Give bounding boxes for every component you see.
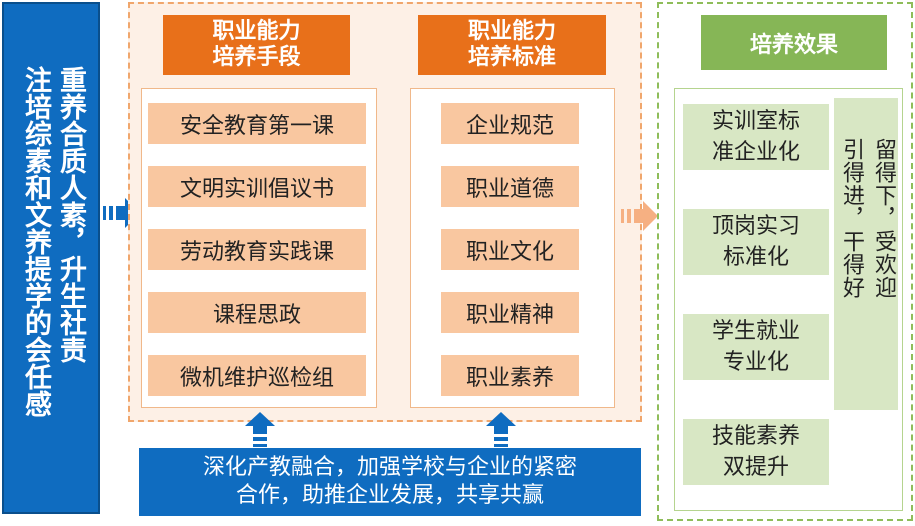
left-panel-col1: 重养合质人素，升生社责 bbox=[55, 66, 86, 363]
means-item: 微机维护巡检组 bbox=[148, 355, 366, 396]
standards-item: 职业文化 bbox=[441, 229, 579, 270]
standards-item: 企业规范 bbox=[441, 103, 579, 144]
arrow-up-icon-1 bbox=[245, 412, 275, 447]
means-header-line1: 职业能力 bbox=[212, 19, 301, 44]
effects-summary-col2: 引得进，干得好 bbox=[839, 138, 864, 299]
means-header-line2: 培养手段 bbox=[212, 45, 301, 70]
standards-item: 职业道德 bbox=[441, 166, 579, 207]
effects-item-line1: 技能素养 bbox=[711, 424, 800, 449]
means-item: 安全教育第一课 bbox=[148, 103, 366, 144]
effects-item: 学生就业 专业化 bbox=[683, 314, 829, 380]
effects-item: 顶岗实习 标准化 bbox=[683, 209, 829, 275]
effects-summary-box: 留得下，受欢迎 引得进，干得好 bbox=[834, 98, 898, 410]
standards-item: 职业精神 bbox=[441, 292, 579, 333]
standards-header: 职业能力 培养标准 bbox=[418, 15, 606, 75]
means-item: 文明实训倡议书 bbox=[148, 166, 366, 207]
means-item: 课程思政 bbox=[148, 292, 366, 333]
standards-header-line1: 职业能力 bbox=[467, 19, 556, 44]
effects-item-line1: 实训室标 bbox=[711, 109, 800, 134]
means-item: 劳动教育实践课 bbox=[148, 229, 366, 270]
standards-header-line2: 培养标准 bbox=[467, 45, 556, 70]
effects-item-line2: 准企业化 bbox=[711, 140, 800, 165]
effects-item-line1: 学生就业 bbox=[711, 319, 800, 344]
arrow-up-icon-2 bbox=[486, 412, 516, 447]
effects-item-line2: 标准化 bbox=[722, 245, 789, 270]
arrow-right-icon-2 bbox=[621, 201, 658, 231]
standards-item: 职业素养 bbox=[441, 355, 579, 396]
cooperation-line2: 合作，助推企业发展，共享共赢 bbox=[235, 483, 544, 508]
effects-item: 实训室标 准企业化 bbox=[683, 104, 829, 170]
means-header: 职业能力 培养手段 bbox=[163, 15, 350, 75]
effects-item-line2: 双提升 bbox=[722, 455, 789, 480]
cooperation-bar: 深化产教融合，加强学校与企业的紧密 合作，助推企业发展，共享共赢 bbox=[139, 448, 641, 516]
effects-item-line2: 专业化 bbox=[722, 350, 789, 375]
effects-header: 培养效果 bbox=[701, 15, 887, 70]
effects-item-line1: 顶岗实习 bbox=[711, 214, 800, 239]
left-panel-col2: 注培综素和文养提学的会任感 bbox=[20, 66, 51, 417]
effects-summary-col1: 留得下，受欢迎 bbox=[871, 138, 896, 299]
cooperation-line1: 深化产教融合，加强学校与企业的紧密 bbox=[202, 455, 577, 480]
effects-item: 技能素养 双提升 bbox=[683, 419, 829, 485]
left-goal-panel: 重养合质人素，升生社责 注培综素和文养提学的会任感 bbox=[2, 2, 100, 514]
